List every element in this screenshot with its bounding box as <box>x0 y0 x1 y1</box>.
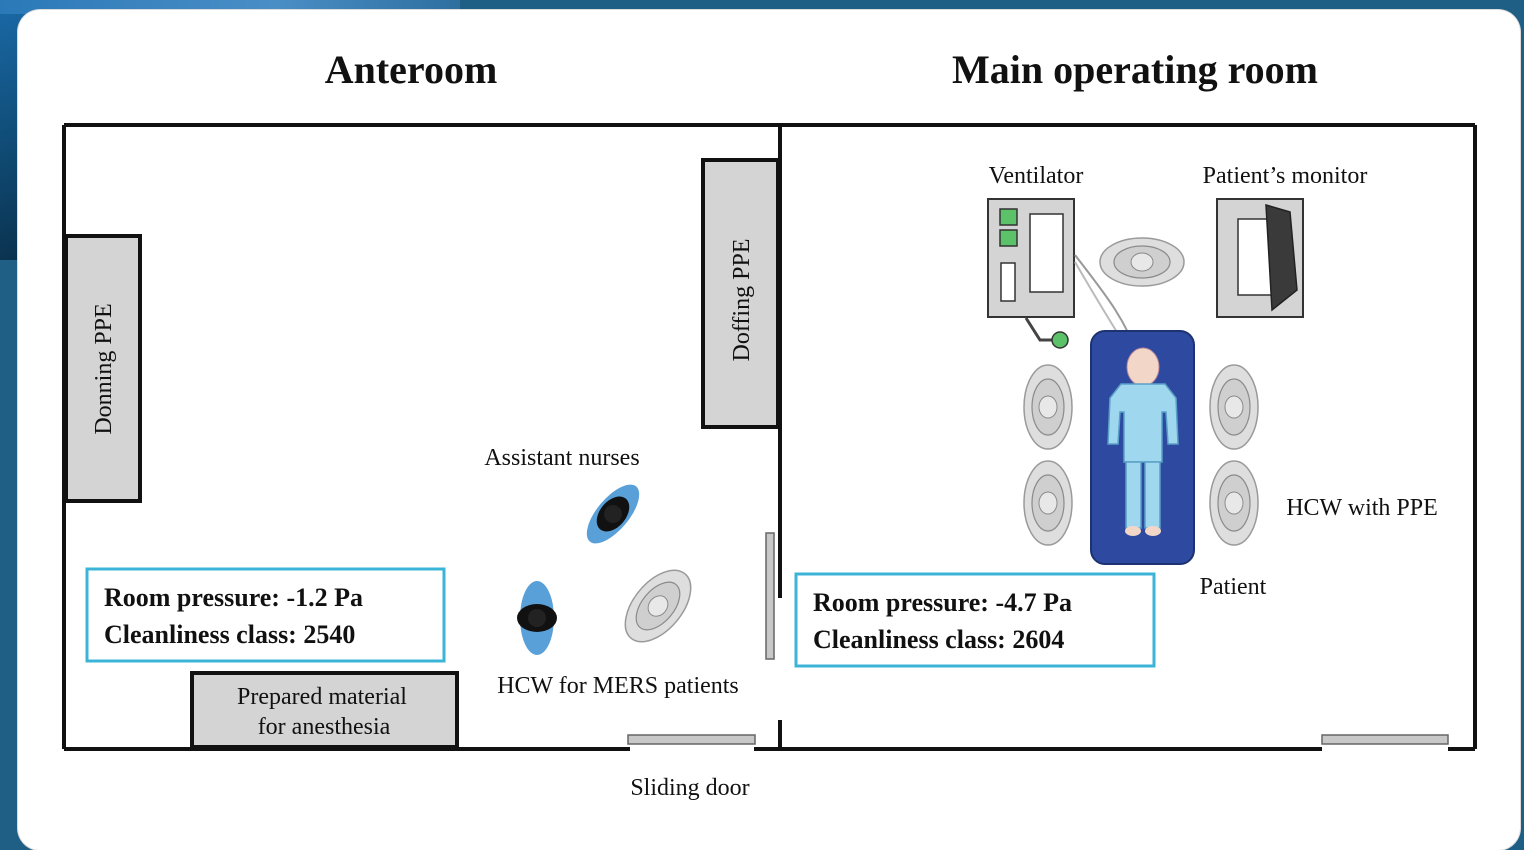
prepared-material-label-2: for anesthesia <box>258 714 391 740</box>
ventilator <box>987 198 1141 363</box>
ventilator-label: Ventilator <box>989 163 1084 189</box>
donning-ppe-area <box>64 234 142 503</box>
anteroom-pressure: Room pressure: -1.2 Pa <box>104 583 363 612</box>
main-room-info-box <box>794 572 1156 668</box>
hcw-ppe-figure-right-1 <box>1209 364 1259 450</box>
hcw-mers-label: HCW for MERS patients <box>497 673 739 699</box>
hcw-ppe-label: HCW with PPE <box>1286 495 1438 521</box>
anteroom-info-box <box>85 567 446 663</box>
assistant-nurse-figure-1 <box>586 484 640 544</box>
doffing-ppe-label: Doffing PPE <box>729 239 755 362</box>
hcw-ppe-figure-left-2 <box>1023 460 1073 546</box>
patient-figure <box>1107 347 1179 536</box>
hcw-ppe-figure-left-1 <box>1023 364 1073 450</box>
prepared-material-area <box>190 671 459 749</box>
patient-monitor <box>1216 198 1304 318</box>
patient-monitor-label: Patient’s monitor <box>1203 163 1368 189</box>
main-room-title: Main operating room <box>952 47 1318 92</box>
sliding-door-internal <box>765 532 775 660</box>
hcw-ppe-figure-right-2 <box>1209 460 1259 546</box>
sliding-door-anteroom <box>627 734 756 745</box>
prepared-material-label-1: Prepared material <box>237 684 407 710</box>
main-room-pressure: Room pressure: -4.7 Pa <box>813 588 1072 617</box>
anteroom-cleanliness: Cleanliness class: 2540 <box>104 620 355 649</box>
hcw-head-figure <box>1099 237 1185 287</box>
assistant-nurse-figure-2 <box>517 581 557 655</box>
sliding-door-main <box>1321 734 1449 745</box>
hcw-mers-figure <box>611 557 705 655</box>
assistant-nurses-label: Assistant nurses <box>484 445 639 471</box>
patient-label: Patient <box>1200 574 1267 600</box>
anteroom-title: Anteroom <box>325 47 498 92</box>
sliding-door-label: Sliding door <box>630 775 749 801</box>
main-room-cleanliness: Cleanliness class: 2604 <box>813 625 1064 654</box>
doffing-ppe-area <box>701 158 780 429</box>
donning-ppe-label: Donning PPE <box>91 303 117 434</box>
